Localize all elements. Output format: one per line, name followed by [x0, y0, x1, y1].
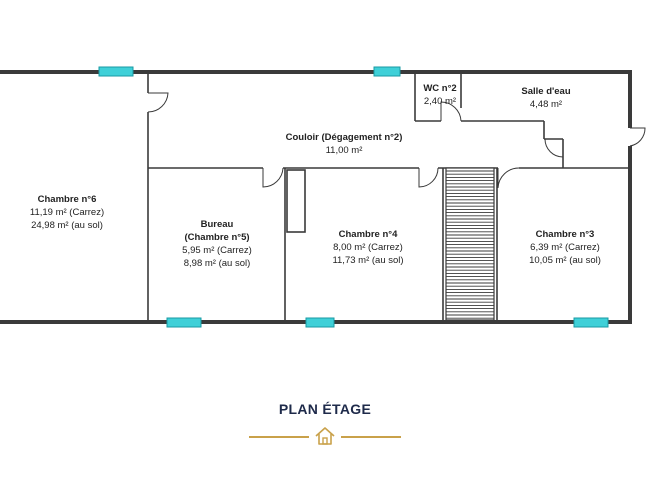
room-chambre6: Chambre n°6 11,19 m² (Carrez) 24,98 m² (…: [30, 193, 104, 232]
room-area-carrez: 6,39 m² (Carrez): [530, 242, 600, 253]
room-area-carrez: 11,19 m² (Carrez): [29, 207, 105, 218]
room-name: Salle d'eau: [521, 86, 571, 97]
window: [373, 66, 401, 77]
plan-title: PLAN ÉTAGE: [278, 401, 372, 417]
room-name: Chambre n°6: [37, 194, 97, 205]
room-area-carrez: 5,95 m² (Carrez): [182, 245, 252, 256]
door-swing: [418, 167, 439, 188]
divider-right: [341, 436, 401, 438]
room-area-sol: 10,05 m² (au sol): [529, 255, 601, 266]
room-area-sol: 24,98 m² (au sol): [31, 220, 103, 231]
room-area-carrez: 8,00 m² (Carrez): [333, 242, 403, 253]
windows: [98, 66, 609, 328]
window: [573, 317, 609, 328]
door-swing: [629, 127, 646, 147]
room-wc: WC n°2 2,40 m²: [423, 82, 456, 108]
door-swing: [147, 92, 169, 113]
room-area: 4,48 m²: [529, 99, 563, 110]
room-name: Couloir (Dégagement n°2): [285, 132, 403, 143]
room-area-sol: 8,98 m² (au sol): [183, 258, 251, 269]
room-chambre4: Chambre n°4 8,00 m² (Carrez) 11,73 m² (a…: [332, 228, 403, 267]
room-couloir: Couloir (Dégagement n°2) 11,00 m²: [286, 131, 403, 157]
room-chambre3: Chambre n°3 6,39 m² (Carrez) 10,05 m² (a…: [529, 228, 601, 267]
room-name: WC n°2: [423, 83, 457, 94]
door-swing: [497, 167, 520, 189]
house-icon: [315, 427, 335, 445]
room-name: Chambre n°3: [535, 229, 595, 240]
doors: [147, 92, 646, 189]
room-name-sub: (Chambre n°5): [184, 232, 250, 243]
room-area: 11,00 m²: [325, 145, 363, 156]
window: [166, 317, 202, 328]
staircase: [445, 167, 495, 321]
divider-left: [249, 436, 309, 438]
room-area: 2,40 m²: [423, 96, 457, 107]
door-swing: [262, 167, 284, 188]
room-bureau: Bureau (Chambre n°5) 5,95 m² (Carrez) 8,…: [182, 218, 252, 270]
room-name: Chambre n°4: [338, 229, 398, 240]
room-area-sol: 11,73 m² (au sol): [332, 255, 404, 266]
room-salle-eau: Salle d'eau 4,48 m²: [521, 85, 570, 111]
interior-walls: [147, 72, 630, 322]
door-swing: [544, 138, 564, 158]
door-swing: [440, 101, 462, 122]
window: [98, 66, 134, 77]
window: [305, 317, 335, 328]
room-name: Bureau: [200, 219, 234, 230]
